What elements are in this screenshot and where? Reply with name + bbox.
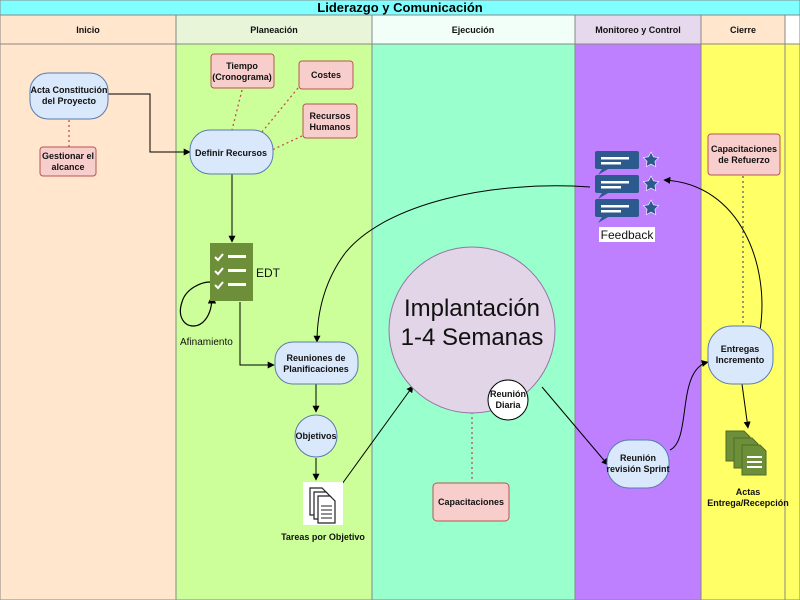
lane-header-inicio: Inicio <box>76 25 100 35</box>
node-implantacion-line1: Implantación <box>404 295 540 322</box>
edge-entregas-to-actas <box>741 383 751 429</box>
afinamiento-label: Afinamiento <box>180 337 233 348</box>
lane-header-inicio-bg <box>0 14 177 45</box>
feedback-label-bg <box>599 227 655 242</box>
node-reuniones-line2: Planificaciones <box>283 364 349 374</box>
node-reunion-diaria: Reunión Diaria <box>487 379 529 421</box>
node-rrhh-line2: Humanos <box>309 122 350 132</box>
feedback-icon <box>595 151 660 223</box>
node-acta-line2: del Proyecto <box>42 96 97 106</box>
node-costes: Costes <box>298 60 354 90</box>
feedback-star-1 <box>642 151 660 168</box>
lane-header-planeacion-bg <box>175 14 373 45</box>
cierre-edge-strip <box>784 14 800 600</box>
node-gestionar-alcance: Gestionar el alcance <box>39 146 97 177</box>
node-gestionar-line1: Gestionar el <box>42 151 94 161</box>
node-acta-line1: Acta Constitución <box>30 85 107 95</box>
node-implantacion-line2: 1-4 Semanas <box>401 324 544 351</box>
node-rrhh-line1: Recursos <box>309 111 350 121</box>
actas-label-line1: Actas <box>736 487 761 497</box>
feedback-label: Feedback <box>601 228 655 242</box>
edge-implantacion-to-sprint <box>541 386 609 466</box>
node-reunion-diaria-line1: Reunión <box>490 389 526 399</box>
node-refuerzo-line2: de Refuerzo <box>718 155 770 165</box>
node-capacitaciones: Capacitaciones <box>432 482 510 522</box>
feedback-star-2 <box>642 175 660 192</box>
lane-header-edge-bg <box>784 14 800 45</box>
node-entregas-incremento: Entregas Incremento <box>707 325 774 385</box>
node-sprint-line1: Reunión <box>620 453 656 463</box>
diagram-title: Liderazgo y Comunicación <box>317 0 482 15</box>
node-capacitaciones-refuerzo: Capacitaciones de Refuerzo <box>707 133 781 176</box>
node-definir-line1: Definir Recursos <box>195 148 267 158</box>
edge-tareas-to-implantacion <box>341 385 414 485</box>
tareas-label: Tareas por Objetivo <box>281 532 365 542</box>
edge-feedback-to-reuniones <box>313 185 591 343</box>
node-reunion-diaria-line2: Diaria <box>495 400 521 410</box>
edge-acta-to-definir <box>104 93 191 156</box>
lane-header-monitoreo-bg <box>574 14 702 45</box>
node-definir-recursos: Definir Recursos <box>189 129 274 175</box>
node-tiempo-line1: Tiempo <box>226 61 258 71</box>
node-acta-constitucion: Acta Constitución del Proyecto <box>29 72 109 120</box>
node-tiempo-cronograma: Tiempo (Cronograma) <box>210 53 275 89</box>
lane-header-cierre-bg <box>700 14 786 45</box>
node-entregas-line2: Incremento <box>716 355 765 365</box>
node-costes-line1: Costes <box>311 70 341 80</box>
lane-header-monitoreo: Monitoreo y Control <box>595 25 681 35</box>
edge-afinamiento-loop <box>179 281 217 327</box>
node-sprint-line2: revisión Sprint <box>606 464 669 474</box>
lane-header-cierre: Cierre <box>730 25 756 35</box>
lane-header-ejecucion-bg <box>371 14 576 45</box>
edge-sprint-to-entregas <box>669 360 709 451</box>
edge-edt-to-reuniones <box>239 302 275 369</box>
edt-checklist-icon <box>210 243 253 301</box>
node-implantacion: Implantación 1-4 Semanas <box>388 246 556 414</box>
tareas-documents-icon <box>303 482 343 525</box>
node-entregas-line1: Entregas <box>721 344 760 354</box>
dotted-tiempo-definir <box>231 89 243 131</box>
node-capacitaciones-line1: Capacitaciones <box>438 497 504 507</box>
lane-header-ejecucion: Ejecución <box>452 25 495 35</box>
edge-entregas-to-feedback <box>663 176 763 331</box>
dotted-rrhh-definir <box>271 135 303 151</box>
node-reuniones-line1: Reuniones de <box>286 353 345 363</box>
node-reuniones-planificaciones: Reuniones de Planificaciones <box>274 341 359 385</box>
actas-documents-icon <box>725 430 767 476</box>
edt-label: EDT <box>256 266 281 280</box>
node-gestionar-line2: alcance <box>51 162 84 172</box>
node-objetivos-line1: Objetivos <box>295 431 336 441</box>
lane-header-planeacion: Planeación <box>250 25 298 35</box>
node-objetivos: Objetivos <box>294 414 338 458</box>
lane-monitoreo <box>574 14 702 600</box>
node-recursos-humanos: Recursos Humanos <box>302 103 358 139</box>
node-tiempo-line2: (Cronograma) <box>212 72 272 82</box>
node-reunion-sprint: Reunión revisión Sprint <box>606 439 670 489</box>
actas-label-line2: Entrega/Recepción <box>707 498 789 508</box>
feedback-star-3 <box>642 199 660 216</box>
node-refuerzo-line1: Capacitaciones <box>711 144 777 154</box>
